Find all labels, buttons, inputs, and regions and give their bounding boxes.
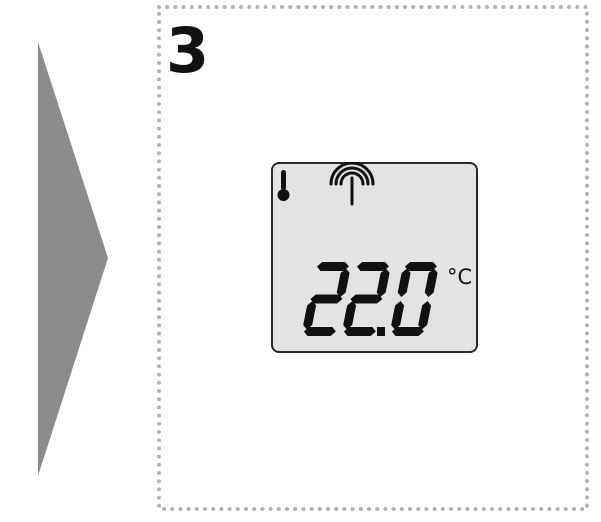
lcd-display: °C bbox=[271, 162, 478, 353]
decimal-point bbox=[377, 327, 385, 336]
segment-b bbox=[376, 268, 390, 297]
segment-e bbox=[343, 301, 357, 330]
dotted-border bbox=[157, 5, 589, 511]
seven-segment-digit bbox=[343, 262, 390, 336]
step-frame bbox=[157, 5, 589, 511]
segment-d bbox=[303, 327, 336, 336]
segment-b bbox=[336, 268, 350, 297]
temperature-reading bbox=[303, 262, 438, 336]
unit-label: °C bbox=[447, 265, 472, 289]
segment-f bbox=[397, 268, 411, 297]
arrow-shape bbox=[38, 42, 108, 476]
seven-segment-digit bbox=[391, 262, 438, 336]
segment-e bbox=[391, 301, 405, 330]
segment-b bbox=[424, 268, 438, 297]
segment-g bbox=[350, 294, 383, 304]
step-number: 3 bbox=[166, 14, 210, 87]
segment-e bbox=[303, 301, 317, 330]
direction-arrow bbox=[38, 42, 108, 476]
segment-g bbox=[310, 294, 343, 304]
segment-d bbox=[343, 327, 376, 336]
lcd-panel bbox=[271, 162, 478, 353]
thermometer-icon bbox=[277, 170, 290, 201]
seven-segment-digit bbox=[303, 262, 350, 336]
wireless-signal-icon bbox=[329, 162, 375, 206]
segment-a bbox=[316, 262, 349, 271]
segment-c bbox=[418, 301, 432, 330]
segment-a bbox=[356, 262, 389, 271]
segment-d bbox=[391, 327, 424, 336]
segment-a bbox=[404, 262, 437, 271]
